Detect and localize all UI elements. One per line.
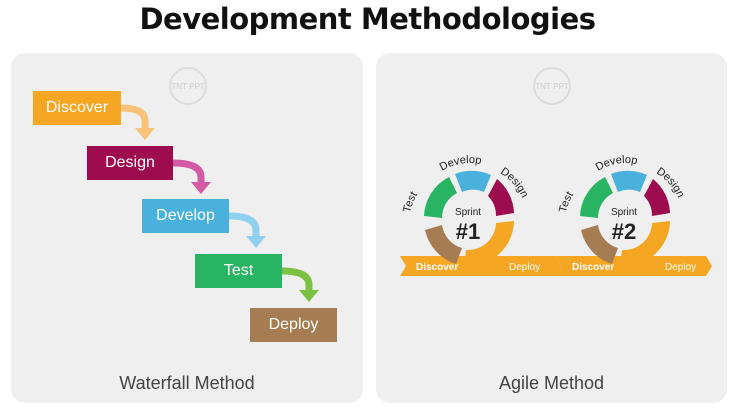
segment-design: [644, 179, 670, 216]
label-test: Test: [401, 190, 420, 214]
arrow-discover-deploy-band: [556, 256, 712, 276]
segment-base: [581, 225, 618, 264]
arrow-design-to-develop: [172, 159, 211, 194]
label-discover: Discover: [572, 262, 614, 273]
segment-test: [580, 177, 613, 218]
label-develop: Develop: [594, 154, 639, 174]
sprint-cycle-1: Test Develop Design Sprint #1 Discover D…: [400, 154, 562, 276]
sprint-cycle-2: Test Develop Design Sprint #2 Discover D…: [556, 154, 712, 276]
waterfall-panel: TNT PPT Discover Design Develop Test Dep…: [11, 53, 363, 403]
agile-panel: TNT PPT Test Develop Design Sprint #1 D: [376, 53, 727, 403]
waterfall-caption: Waterfall Method: [119, 373, 255, 393]
label-test: Test: [557, 190, 576, 214]
step-label: Discover: [45, 99, 109, 116]
label-deploy: Deploy: [509, 262, 540, 273]
segment-test: [424, 177, 457, 218]
page-title: Development Methodologies: [139, 2, 596, 36]
label-deploy: Deploy: [665, 262, 696, 273]
waterfall-step-develop: Develop: [142, 199, 229, 233]
waterfall-connectors: [120, 104, 319, 302]
agile-caption: Agile Method: [498, 373, 605, 393]
watermark-logo: TNT PPT: [533, 67, 571, 105]
segment-discover-deploy: [464, 221, 514, 267]
arrow-discover-to-design: [120, 104, 155, 140]
step-label: Deploy: [268, 316, 319, 333]
waterfall-step-design: Design: [87, 146, 173, 180]
watermark-logo: TNT PPT: [169, 67, 207, 105]
arrow-test-to-deploy: [281, 267, 319, 302]
step-label: Design: [105, 154, 155, 171]
waterfall-step-deploy: Deploy: [250, 308, 337, 342]
label-discover: Discover: [416, 262, 458, 273]
sprint-word: Sprint: [455, 207, 481, 218]
sprint-number: #2: [612, 219, 636, 244]
waterfall-step-discover: Discover: [33, 91, 121, 125]
waterfall-step-test: Test: [195, 254, 282, 288]
segment-develop: [455, 170, 491, 192]
segment-discover-deploy: [620, 221, 670, 267]
step-label: Develop: [156, 207, 215, 224]
agile-diagram: Test Develop Design Sprint #1 Discover D…: [400, 154, 712, 276]
sprint-word: Sprint: [611, 207, 637, 218]
segment-design: [488, 179, 514, 216]
step-label: Test: [223, 262, 254, 279]
label-develop: Develop: [438, 154, 483, 174]
arrow-develop-to-test: [228, 212, 266, 248]
segment-base: [425, 225, 462, 264]
segment-develop: [611, 170, 647, 192]
sprint-number: #1: [456, 219, 480, 244]
arrow-discover-deploy-band: [400, 256, 562, 276]
